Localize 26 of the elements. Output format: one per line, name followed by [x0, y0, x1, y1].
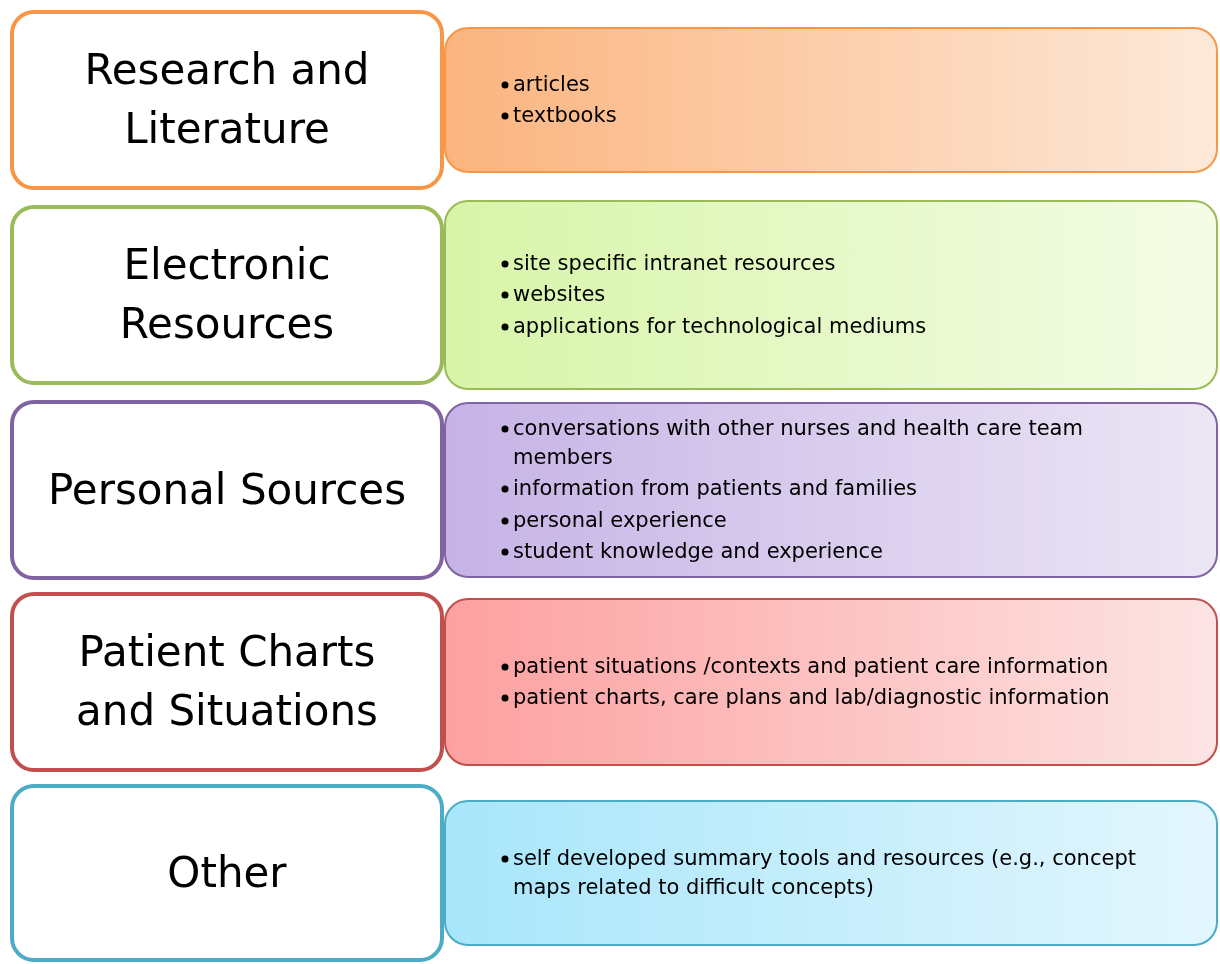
bullet-item: site specific intranet resources — [513, 249, 836, 277]
bullet-item: patient charts, care plans and lab/diagnostic information — [513, 684, 1110, 711]
bullet-item: articles — [513, 70, 590, 98]
bullet-item: textbooks — [513, 102, 617, 129]
category-title: Patient Charts and Situations — [75, 626, 379, 737]
category-box — [10, 400, 444, 580]
bullet-item: information from patients and families — [513, 475, 918, 503]
category-title: Electronic Resources — [118, 239, 336, 350]
category-title: Research and Literature — [83, 44, 371, 155]
bullet-item: websites — [513, 281, 606, 309]
bullet-list-panel — [444, 800, 1218, 946]
bullet-item: applications for technological mediums — [513, 312, 927, 340]
bullet-list-panel — [444, 200, 1218, 390]
bullet-item: personal experience — [513, 506, 727, 534]
bullet-item: self developed summary tools and resources (e.g., concept maps related to difficult concepts) — [513, 844, 1137, 901]
bullet-list-panel — [444, 27, 1218, 173]
bullet-item: patient situations /contexts and patient care information — [513, 652, 1109, 680]
category-title: Other — [166, 846, 288, 899]
category-box — [10, 10, 444, 190]
category-box — [10, 205, 444, 385]
category-box — [10, 784, 444, 962]
bullet-item: student knowledge and experience — [513, 538, 884, 566]
bullet-list-panel — [444, 598, 1218, 766]
category-title: Personal Sources — [47, 463, 407, 516]
category-box — [10, 592, 444, 772]
bullet-list-panel — [444, 402, 1218, 578]
